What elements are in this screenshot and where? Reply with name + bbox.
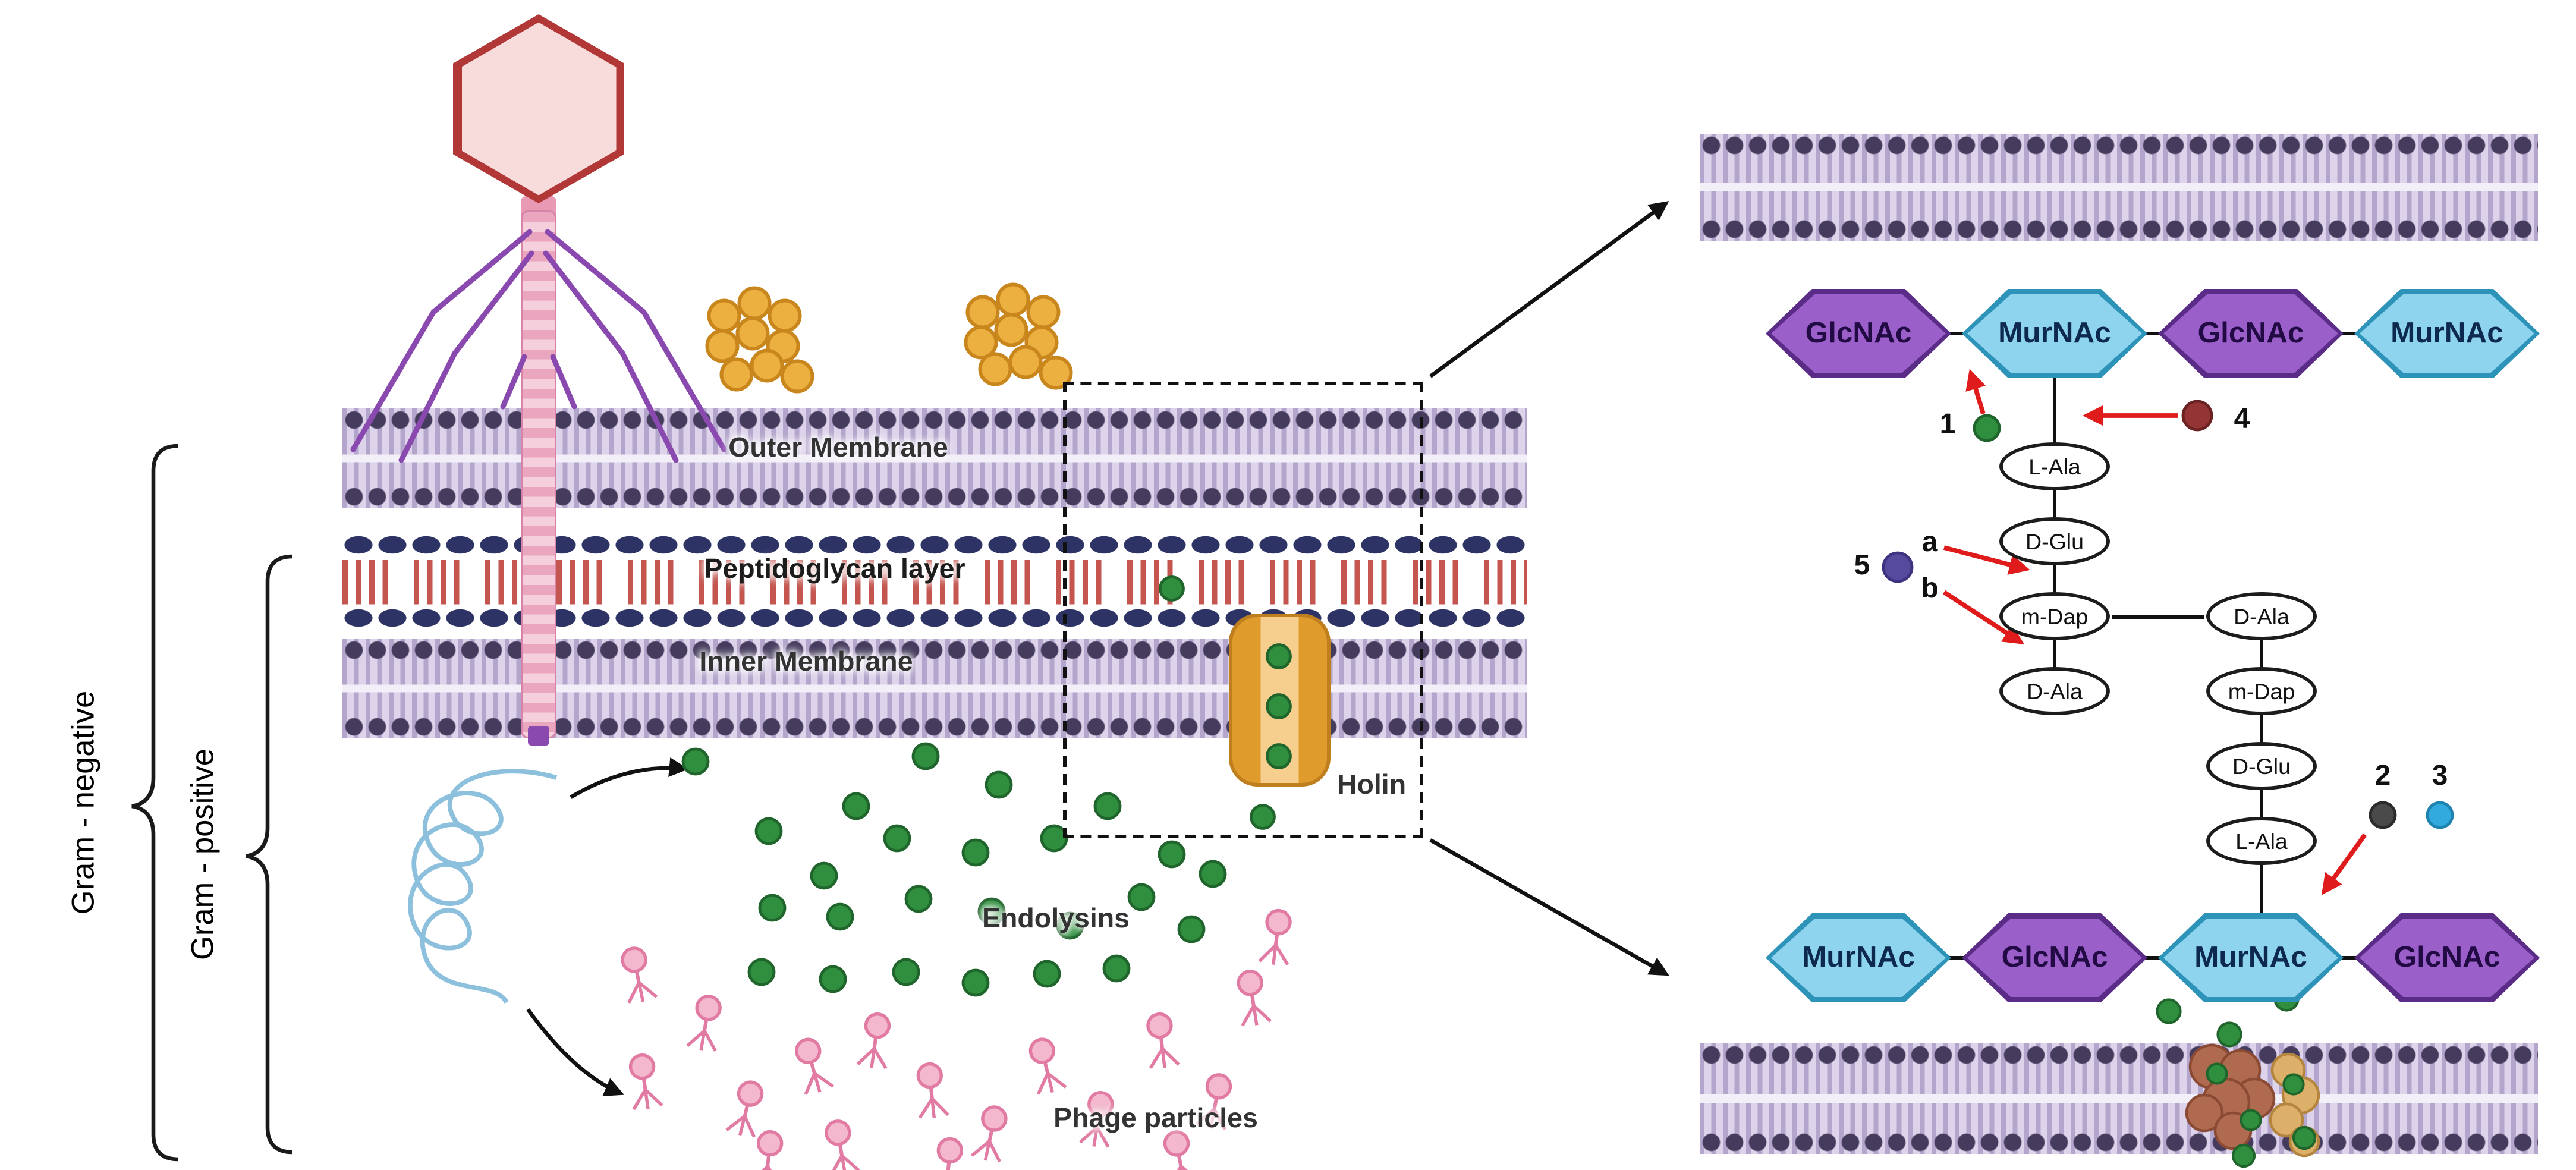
hexagon-label: MurNAc [2194, 941, 2307, 973]
phage-tail-tip [528, 726, 549, 746]
hexagon-label: GlcNAc [2393, 941, 2500, 973]
residue-d-glu-right: D-Glu [2206, 742, 2317, 790]
hexagon-label: GlcNAc [1805, 316, 1912, 349]
phage-tail-fibers-icon [350, 229, 727, 463]
membrane-protein-blobs [2156, 986, 2320, 1168]
marker-2: 2 [2374, 762, 2391, 792]
inner-membrane-label: Inner Membrane [699, 647, 913, 678]
endolysins-label: Endolysins [982, 904, 1130, 935]
residue-m-dap-left: m-Dap [1999, 592, 2110, 640]
enzyme-dot-5-purple [1882, 551, 1914, 583]
marker-b: b [1921, 574, 1939, 605]
brown-protein-blob [2185, 1043, 2276, 1150]
residue-d-glu-left: D-Glu [1999, 517, 2110, 565]
hexagon-label: GlcNAc [2197, 316, 2304, 349]
enzyme-dot-1-green [1973, 414, 2001, 442]
gram-brackets [131, 444, 293, 1162]
hexagon-label: MurNAc [1802, 941, 1915, 973]
gram-positive-label: Gram - positive [184, 748, 221, 960]
marker-4: 4 [2234, 405, 2250, 435]
residue-l-ala-left: L-Ala [1999, 442, 2110, 490]
hexagon-label: MurNAc [2391, 316, 2503, 349]
phage-dna-squiggle-icon [408, 769, 558, 1004]
lps-sugar-cluster-icon [705, 282, 1073, 394]
hexagon-label: GlcNAc [2001, 941, 2108, 973]
gram-negative-label: Gram - negative [65, 690, 101, 915]
residue-l-ala-right: L-Ala [2206, 817, 2317, 865]
enzyme-dot-2-dark [2369, 801, 2397, 829]
hexagon-label: MurNAc [1998, 316, 2111, 349]
dna-release-arrows [526, 757, 689, 1096]
marker-5: 5 [1854, 551, 1870, 581]
zoom-top-membrane-band [1700, 134, 2538, 241]
cleavage-arrows [1942, 369, 2367, 895]
holin-label: Holin [1336, 770, 1407, 801]
residue-m-dap-right: m-Dap [2206, 667, 2317, 715]
marker-a: a [1921, 528, 1938, 558]
residue-d-ala-right: D-Ala [2206, 592, 2317, 640]
enzyme-dots [1882, 400, 2454, 829]
enzyme-dot-4-maroon [2181, 400, 2213, 432]
marker-3: 3 [2432, 762, 2448, 792]
zoom-bottom-membrane-band [1700, 1043, 2538, 1154]
zoom-connector-arrows [1429, 201, 1669, 976]
peptidoglycan-layer-label: Peptidoglycan layer [704, 555, 965, 585]
phage-particles-label: Phage particles [1053, 1104, 1258, 1134]
enzyme-dot-3-blue [2426, 801, 2454, 829]
marker-1: 1 [1939, 410, 1956, 441]
outer-membrane-label: Outer Membrane [728, 433, 948, 464]
gram-negative-bracket [131, 444, 179, 1162]
glycan-bonds [1947, 332, 2358, 960]
endolysin-dots [681, 575, 1292, 997]
gram-positive-bracket [246, 554, 293, 1155]
residue-d-ala-left: D-Ala [1999, 667, 2110, 715]
